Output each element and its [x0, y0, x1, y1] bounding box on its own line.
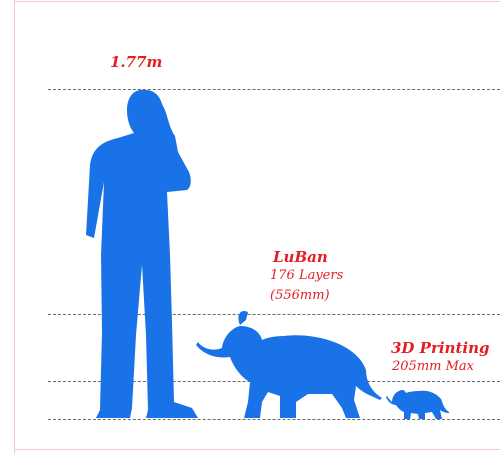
- 3d-printing-title-label: 3D Printing: [391, 339, 489, 357]
- large-elephant-silhouette-icon: [196, 311, 382, 418]
- man-silhouette-icon: [86, 90, 198, 418]
- luban-layers-label: 176 Layers: [270, 268, 343, 283]
- small-elephant-silhouette-icon: [386, 390, 449, 419]
- luban-title-label: LuBan: [273, 248, 328, 266]
- 3d-printing-size-label: 205mm Max: [392, 359, 474, 374]
- luban-size-label: (556mm): [270, 288, 330, 303]
- human-height-label: 1.77m: [110, 53, 162, 71]
